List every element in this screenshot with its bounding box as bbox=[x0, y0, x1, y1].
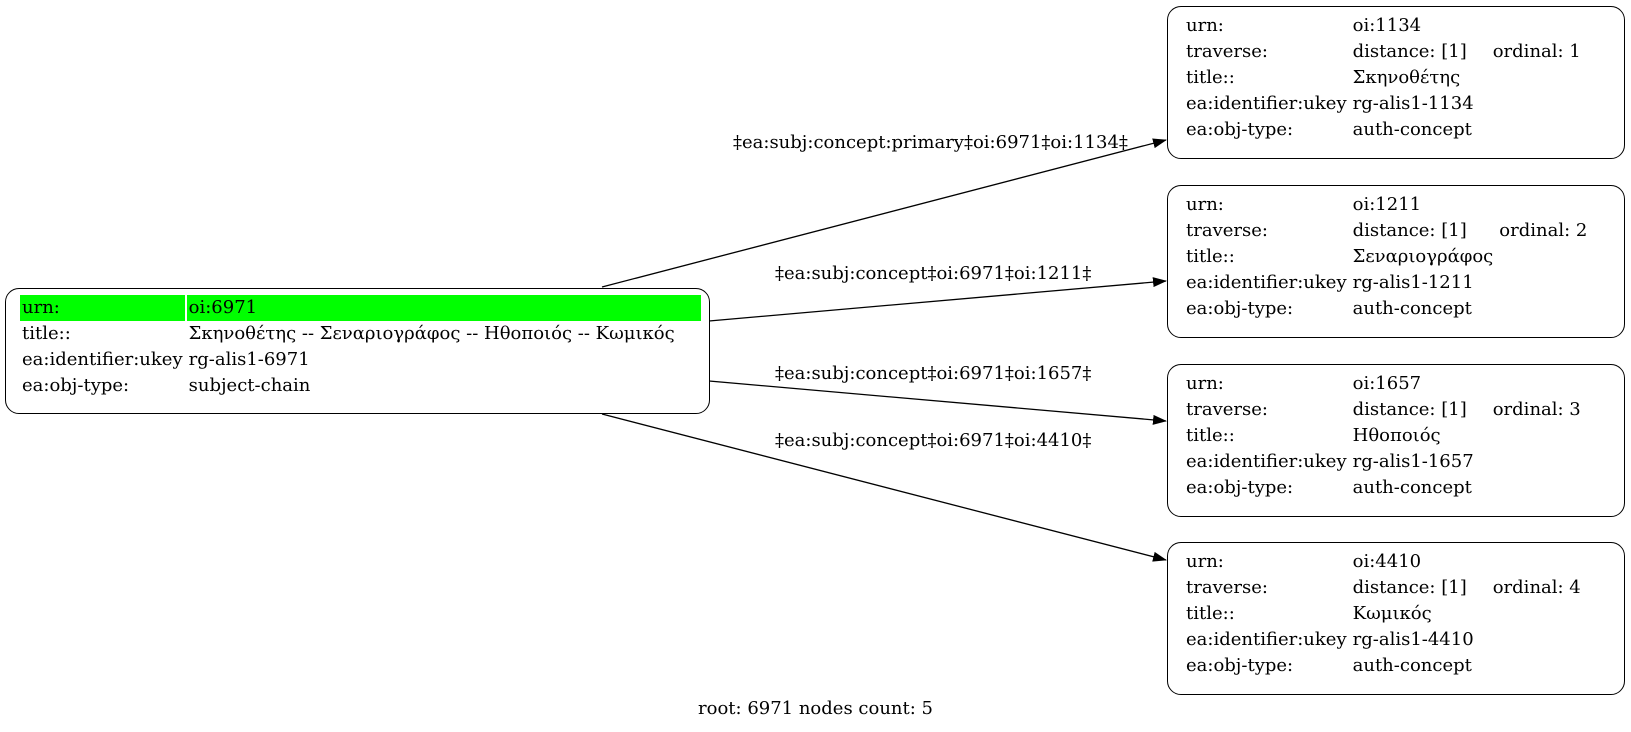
edge-line-4410 bbox=[601, 413, 1167, 562]
field-key: ea:identifier:ukey bbox=[22, 349, 183, 370]
edge-line-1657 bbox=[708, 380, 1167, 425]
ordinal-value: ordinal: 2 bbox=[1499, 220, 1588, 241]
field-value: Ηθοποιός bbox=[1352, 425, 1441, 446]
root-ukey-row: ea:identifier:ukey rg-alis1-6971 bbox=[20, 347, 701, 373]
field-value: Σκηνοθέτης bbox=[1352, 67, 1461, 88]
field-value: Σεναριογράφος bbox=[1352, 246, 1494, 267]
field-key: title:: bbox=[1186, 425, 1235, 446]
ordinal-value: ordinal: 3 bbox=[1492, 399, 1581, 420]
distance-value: distance: [1] bbox=[1352, 41, 1467, 62]
field-value: oi:1657 bbox=[1352, 373, 1422, 394]
field-key: traverse: bbox=[1186, 577, 1268, 598]
root-title-row: title:: Σκηνοθέτης -- Σεναριογράφος -- Η… bbox=[20, 321, 701, 347]
field-key: urn: bbox=[1186, 373, 1224, 394]
edge-label: ‡ea:subj:concept:primary‡oi:6971‡oi:1134… bbox=[733, 132, 1128, 153]
root-type-row: ea:obj-type: subject-chain bbox=[20, 373, 701, 399]
field-value: oi:1211 bbox=[1352, 194, 1422, 215]
edge-line-1211 bbox=[708, 277, 1167, 322]
field-value: subject-chain bbox=[188, 375, 311, 396]
edge-line-1134 bbox=[601, 138, 1167, 288]
field-value: rg-alis1-1134 bbox=[1352, 93, 1474, 114]
field-value: rg-alis1-6971 bbox=[188, 349, 310, 370]
field-value: rg-alis1-4410 bbox=[1352, 629, 1474, 650]
field-key: title:: bbox=[1186, 603, 1235, 624]
field-value: auth-concept bbox=[1352, 119, 1472, 140]
field-key: traverse: bbox=[1186, 399, 1268, 420]
field-value: Κωμικός bbox=[1352, 603, 1432, 624]
graph-footer: root: 6971 nodes count: 5 bbox=[698, 698, 933, 719]
distance-value: distance: [1] bbox=[1352, 577, 1467, 598]
field-key: title:: bbox=[1186, 246, 1235, 267]
field-key: ea:identifier:ukey bbox=[1186, 93, 1347, 114]
field-key: urn: bbox=[1186, 551, 1224, 572]
field-value: rg-alis1-1211 bbox=[1352, 272, 1474, 293]
root-urn-row: urn: oi:6971 bbox=[20, 295, 701, 321]
field-key: ea:identifier:ukey bbox=[1186, 272, 1347, 293]
ordinal-value: ordinal: 4 bbox=[1492, 577, 1581, 598]
child-node-1211[interactable]: urn: oi:1211 traverse: distance: [1] ordina… bbox=[1167, 185, 1625, 338]
field-value: rg-alis1-1657 bbox=[1352, 451, 1474, 472]
field-key: ea:obj-type: bbox=[1186, 477, 1294, 498]
field-value: auth-concept bbox=[1352, 655, 1472, 676]
root-node[interactable]: urn: oi:6971 title:: Σκηνοθέτης -- Σεναρ… bbox=[5, 288, 710, 414]
field-key: ea:obj-type: bbox=[22, 375, 130, 396]
field-key: ea:obj-type: bbox=[1186, 298, 1294, 319]
distance-value: distance: [1] bbox=[1352, 399, 1467, 420]
field-key: urn: bbox=[1186, 15, 1224, 36]
field-value: Σκηνοθέτης -- Σεναριογράφος -- Ηθοποιός … bbox=[188, 323, 675, 344]
field-key: traverse: bbox=[1186, 41, 1268, 62]
field-key: traverse: bbox=[1186, 220, 1268, 241]
field-key: ea:obj-type: bbox=[1186, 655, 1294, 676]
field-value: oi:6971 bbox=[186, 295, 701, 321]
field-key: urn: bbox=[1186, 194, 1224, 215]
field-value: auth-concept bbox=[1352, 298, 1472, 319]
field-key: urn: bbox=[20, 295, 185, 321]
field-value: oi:4410 bbox=[1352, 551, 1422, 572]
field-key: title:: bbox=[1186, 67, 1235, 88]
field-key: ea:identifier:ukey bbox=[1186, 451, 1347, 472]
edge-label: ‡ea:subj:concept‡oi:6971‡oi:4410‡ bbox=[775, 430, 1092, 451]
distance-value: distance: [1] bbox=[1352, 220, 1467, 241]
field-key: title:: bbox=[22, 323, 71, 344]
child-node-4410[interactable]: urn: oi:4410 traverse: distance: [1] ordina… bbox=[1167, 542, 1625, 695]
field-value: auth-concept bbox=[1352, 477, 1472, 498]
child-node-1657[interactable]: urn: oi:1657 traverse: distance: [1] ordina… bbox=[1167, 364, 1625, 517]
edge-label: ‡ea:subj:concept‡oi:6971‡oi:1657‡ bbox=[775, 363, 1092, 384]
field-key: ea:identifier:ukey bbox=[1186, 629, 1347, 650]
field-key: ea:obj-type: bbox=[1186, 119, 1294, 140]
edge-label: ‡ea:subj:concept‡oi:6971‡oi:1211‡ bbox=[775, 263, 1092, 284]
field-value: oi:1134 bbox=[1352, 15, 1422, 36]
child-node-1134[interactable]: urn: oi:1134 traverse: distance: [1] ordina… bbox=[1167, 6, 1625, 159]
ordinal-value: ordinal: 1 bbox=[1492, 41, 1581, 62]
